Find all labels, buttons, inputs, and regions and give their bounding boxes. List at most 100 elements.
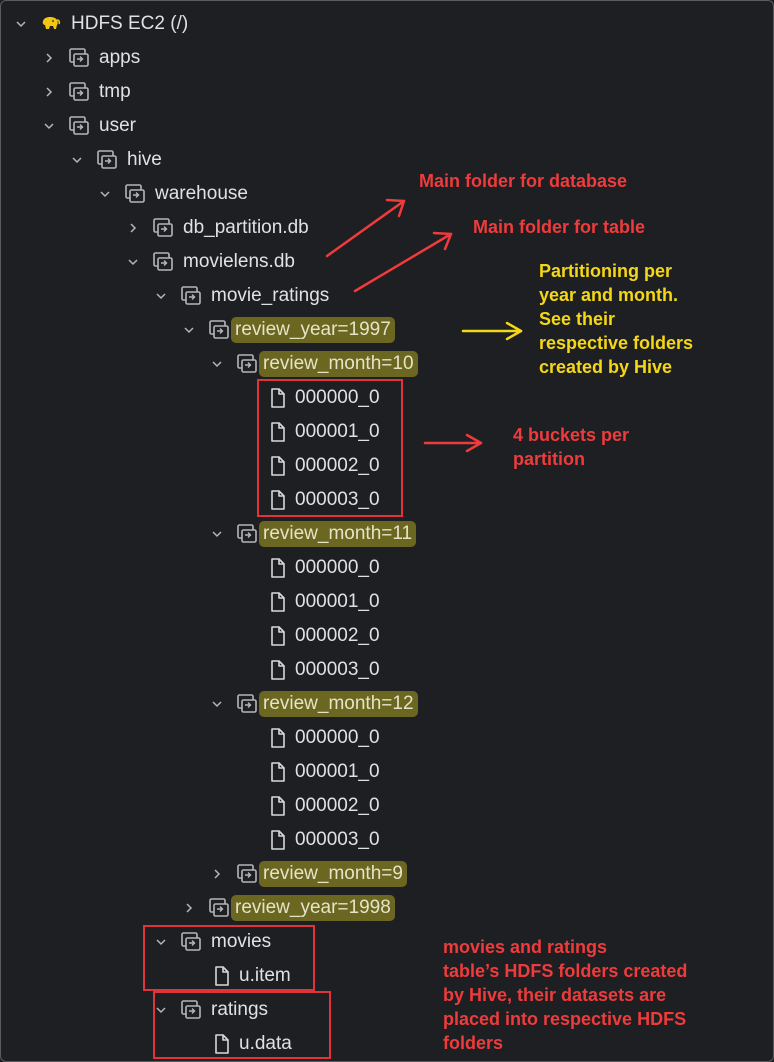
tree-row-month-11[interactable]: review_month=11 — [1, 517, 771, 551]
chevron-down-icon[interactable] — [97, 186, 113, 202]
tree-label-hive: hive — [127, 149, 162, 170]
tree-label-file: u.item — [239, 965, 291, 986]
chevron-down-icon[interactable] — [153, 1002, 169, 1018]
folder-icon — [179, 284, 203, 308]
tree-label-file: 000002_0 — [295, 455, 380, 476]
chevron-down-icon[interactable] — [209, 696, 225, 712]
tree-label-movielens: movielens.db — [183, 251, 295, 272]
chevron-right-icon[interactable] — [41, 50, 57, 66]
tree-row-movies[interactable]: movies — [1, 925, 771, 959]
tree-row-file[interactable]: 000000_0 — [1, 381, 771, 415]
tree-row-file[interactable]: 000002_0 — [1, 619, 771, 653]
tree-label-month-12: review_month=12 — [259, 691, 418, 717]
tree-row-file[interactable]: 000002_0 — [1, 789, 771, 823]
movies-highlight-box — [143, 925, 315, 991]
tree-row-warehouse[interactable]: warehouse — [1, 177, 771, 211]
tree-label-file: u.data — [239, 1033, 292, 1054]
tree-label-root: HDFS EC2 (/) — [71, 13, 189, 34]
tree-row-file[interactable]: 000000_0 — [1, 721, 771, 755]
chevron-down-icon[interactable] — [209, 356, 225, 372]
file-icon — [265, 794, 289, 818]
tree-row-movielens[interactable]: movielens.db — [1, 245, 771, 279]
tree-label-movie-ratings: movie_ratings — [211, 285, 330, 306]
tree-row-apps[interactable]: apps — [1, 41, 771, 75]
tree-label-warehouse: warehouse — [155, 183, 248, 204]
tree-row-file[interactable]: 000001_0 — [1, 585, 771, 619]
tree-label-file: 000002_0 — [295, 795, 380, 816]
tree-label-file: 000000_0 — [295, 727, 380, 748]
buckets-highlight-box — [257, 379, 403, 517]
tree-label-file: 000001_0 — [295, 421, 380, 442]
tree-row-file[interactable]: 000002_0 — [1, 449, 771, 483]
chevron-down-icon[interactable] — [209, 526, 225, 542]
tree-row-tmp[interactable]: tmp — [1, 75, 771, 109]
chevron-right-icon[interactable] — [125, 220, 141, 236]
elephant-icon — [39, 12, 63, 36]
tree-label-file: 000003_0 — [295, 659, 380, 680]
tree-row-hive[interactable]: hive — [1, 143, 771, 177]
chevron-down-icon[interactable] — [153, 934, 169, 950]
tree-label-file: 000001_0 — [295, 591, 380, 612]
tree-label-file: 000002_0 — [295, 625, 380, 646]
tree-label-user: user — [99, 115, 136, 136]
tree-row-file[interactable]: 000001_0 — [1, 415, 771, 449]
chevron-right-icon[interactable] — [181, 900, 197, 916]
tree-row-month-9[interactable]: review_month=9 — [1, 857, 771, 891]
file-icon — [265, 556, 289, 580]
tree-row-year-1998[interactable]: review_year=1998 — [1, 891, 771, 925]
folder-icon — [67, 80, 91, 104]
annotation-partitioning: Partitioning per year and month. See the… — [539, 261, 694, 377]
chevron-right-icon[interactable] — [41, 84, 57, 100]
folder-icon — [179, 930, 203, 954]
tree-label-file: 000000_0 — [295, 387, 380, 408]
tree-row-year-1997[interactable]: review_year=1997 — [1, 313, 771, 347]
file-icon — [209, 964, 233, 988]
tree-label-db-partition: db_partition.db — [183, 217, 309, 238]
tree-label-ratings: ratings — [211, 999, 269, 1020]
tree-row-movie-ratings[interactable]: movie_ratings — [1, 279, 771, 313]
tree-label-month-11: review_month=11 — [259, 521, 417, 547]
tree-row-month-10[interactable]: review_month=10 — [1, 347, 771, 381]
folder-icon — [151, 250, 175, 274]
tree-row-month-12[interactable]: review_month=12 — [1, 687, 771, 721]
folder-icon — [235, 692, 259, 716]
tree-row-root[interactable]: HDFS EC2 (/) — [1, 7, 771, 41]
tree-row-db-partition[interactable]: db_partition.db — [1, 211, 771, 245]
tree-label-file: 000000_0 — [295, 557, 380, 578]
folder-icon — [67, 114, 91, 138]
ratings-highlight-box — [153, 991, 331, 1059]
chevron-right-icon[interactable] — [209, 866, 225, 882]
folder-icon — [207, 896, 231, 920]
file-icon — [265, 420, 289, 444]
chevron-down-icon[interactable] — [13, 16, 29, 32]
tree-row-file[interactable]: u.data — [1, 1027, 771, 1061]
tree-label-year-1997: review_year=1997 — [231, 317, 395, 343]
chevron-down-icon[interactable] — [181, 322, 197, 338]
file-icon — [265, 828, 289, 852]
file-icon — [265, 760, 289, 784]
file-icon — [265, 488, 289, 512]
folder-icon — [95, 148, 119, 172]
chevron-down-icon[interactable] — [41, 118, 57, 134]
tree-label-file: 000001_0 — [295, 761, 380, 782]
tree-row-file[interactable]: 000000_0 — [1, 551, 771, 585]
tree-row-file[interactable]: 000003_0 — [1, 823, 771, 857]
tree-row-file[interactable]: 000001_0 — [1, 755, 771, 789]
tree-row-file[interactable]: u.item — [1, 959, 771, 993]
tree-row-user[interactable]: user — [1, 109, 771, 143]
file-icon — [265, 624, 289, 648]
chevron-down-icon[interactable] — [125, 254, 141, 270]
folder-icon — [207, 318, 231, 342]
annotation-buckets: 4 buckets per partition — [513, 425, 630, 469]
chevron-down-icon[interactable] — [69, 152, 85, 168]
tree-row-ratings[interactable]: ratings — [1, 993, 771, 1027]
arrow-table — [353, 232, 453, 293]
chevron-down-icon[interactable] — [153, 288, 169, 304]
annotation-database: Main folder for database — [419, 171, 628, 191]
tree-row-file[interactable]: 000003_0 — [1, 483, 771, 517]
folder-icon — [179, 998, 203, 1022]
tree-row-file[interactable]: 000003_0 — [1, 653, 771, 687]
tree-label-apps: apps — [99, 47, 141, 68]
